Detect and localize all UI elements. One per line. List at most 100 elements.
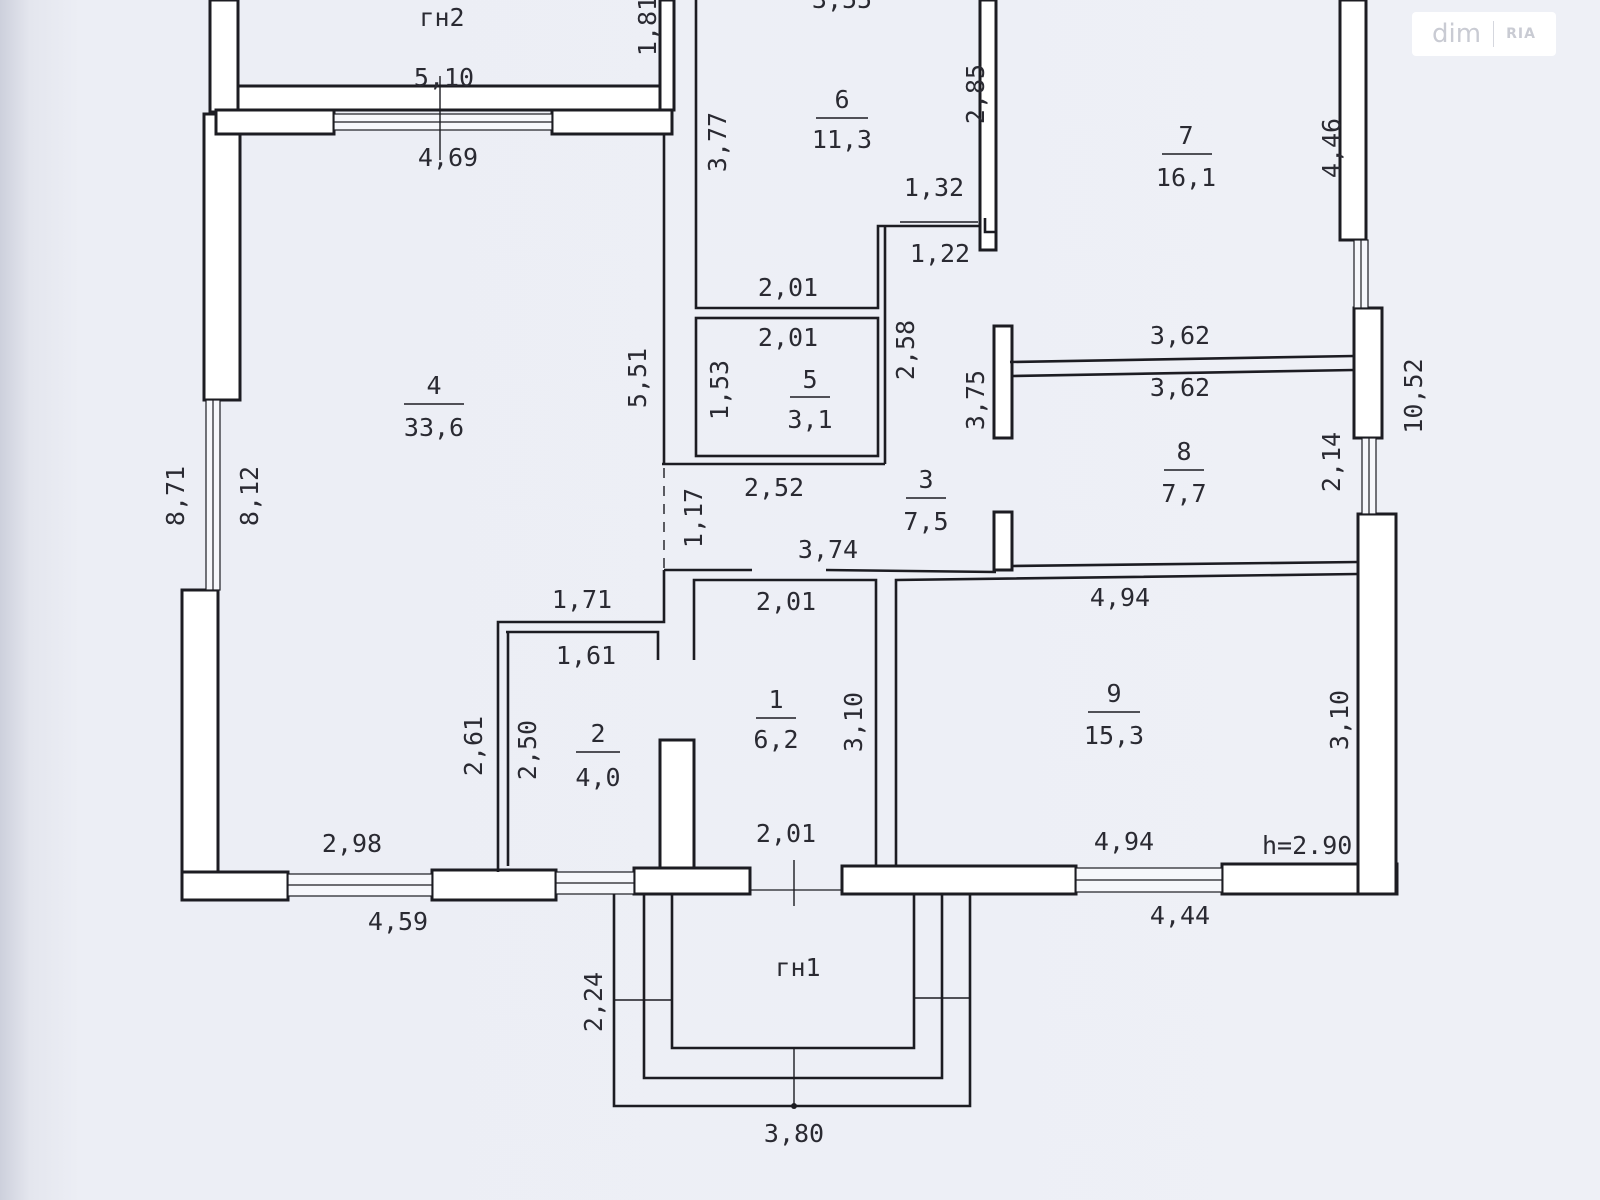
room-5-area: 3,1 [787,405,832,434]
ceiling-height-note: h=2.90 [1262,831,1352,860]
room-2-number: 2 [590,719,605,748]
room-6-number: 6 [834,85,849,114]
dim-gn2-depth: 1,81 [633,0,662,56]
room-7-number: 7 [1178,121,1193,150]
dim-r4-right: 5,51 [623,348,652,408]
watermark-brand: dim [1432,19,1482,49]
dim-r6-cut: 3,55 [812,0,872,14]
partition-r4-r2 [496,570,666,872]
room-labels: 4 33,6 6 11,3 7 16,1 5 3,1 3 [404,3,1352,982]
dim-r8-right: 2,14 [1317,432,1346,492]
room-5-number: 5 [802,365,817,394]
partition-r5 [694,316,880,458]
room-5-label: 5 3,1 [787,365,832,434]
wall-left-upper [202,112,242,402]
room-1-label: 1 6,2 [753,685,798,754]
dim-r5-top: 2,01 [758,323,818,352]
watermark-logo: dim RIA [1412,12,1556,56]
room-8-number: 8 [1176,437,1191,466]
room-9-label: 9 15,3 [1084,679,1144,750]
room-3-number: 3 [918,465,933,494]
annex-gn1 [439,76,972,1109]
wall-right-1 [1338,0,1368,242]
wall-top-r4-left [214,108,336,136]
wall-left-lower [180,588,220,902]
annex-gn1-label: гн1 [775,953,820,982]
watermark-divider [1493,21,1495,47]
partition-r6-jog [983,218,996,234]
partition-r7-r8-inner [1011,368,1355,378]
room-7-area: 16,1 [1156,163,1216,192]
dim-r1-top: 2,01 [756,587,816,616]
dim-r3-bottom: 3,74 [798,535,858,564]
wall-right-2 [1352,306,1384,440]
partition-r7-r8 [1009,354,1355,364]
dim-gn1-depth: 2,24 [579,972,608,1032]
partition-r1 [692,578,878,866]
dim-r4-top: 4,69 [418,143,478,172]
room-4-label: 4 33,6 [404,371,464,442]
wall-corridor-right-2 [992,510,1014,572]
dim-r3-top: 2,52 [744,473,804,502]
dim-r6-right: 2,85 [961,64,990,124]
dim-r4-bottom: 2,98 [322,829,382,858]
room-8-area: 7,7 [1161,479,1206,508]
walls [180,0,1399,902]
wall-bottom-3 [632,866,752,896]
dim-outer-left: 8,71 [161,466,190,526]
dim-r2-top: 1,61 [556,641,616,670]
room-7-label: 7 16,1 [1156,121,1216,192]
dim-r4-left: 8,12 [235,466,264,526]
room-8-label: 8 7,7 [1161,437,1206,508]
room-9-number: 9 [1106,679,1121,708]
dim-r7-bottom: 3,62 [1150,321,1210,350]
partitions [496,0,1359,872]
wall-gn2-left [208,0,240,114]
room-4-area: 33,6 [404,413,464,442]
dim-r4-bottom-right: 2,61 [459,716,488,776]
room-1-area: 6,2 [753,725,798,754]
room-9-area: 15,3 [1084,721,1144,750]
watermark-badge: RIA [1506,26,1536,42]
dim-r9-right: 3,10 [1325,690,1354,750]
room-4-number: 4 [426,371,441,400]
gn1-anchor [791,1103,797,1109]
dim-r1-bottom: 2,01 [756,819,816,848]
wall-r2-r1 [658,738,696,870]
wall-right-3 [1356,512,1398,896]
room-6-area: 11,3 [812,125,872,154]
dim-r7-right: 4,46 [1317,118,1346,178]
partition-r8-r9 [1011,560,1359,568]
wall-gn2-bottom [236,84,672,112]
dim-r5-right: 2,58 [891,320,920,380]
partition-r9 [894,572,1359,866]
dim-gn2-width: 5,10 [414,63,474,92]
dim-r2-left: 2,50 [513,720,542,780]
gn1-mid [642,894,944,1080]
wall-bottom-4 [840,864,1078,896]
partition-r2-top [506,630,660,660]
room-2-label: 2 4,0 [575,719,620,792]
dim-outer-bottom-left: 4,59 [368,907,428,936]
dimension-labels: 5,10 4,69 2,98 1,71 4,59 1,32 1,22 2,01 … [322,0,1210,1148]
dim-r6-bottom: 2,01 [758,273,818,302]
wall-gn2-right [658,0,676,112]
dim-corr-width: 1,22 [910,239,970,268]
dim-corr-top: 1,32 [904,173,964,202]
dim-outer-right: 10,52 [1399,358,1428,433]
dim-r8-top: 3,62 [1150,373,1210,402]
wall-r6-r7 [978,0,998,252]
windows [205,113,1377,897]
room-6-label: 6 11,3 [812,85,872,154]
dim-r4-step: 1,71 [552,585,612,614]
dim-r5-left: 1,53 [705,360,734,420]
annex-gn2-label: гн2 [419,3,464,32]
room-3-label: 3 7,5 [903,465,948,536]
gn1-inner [670,894,916,1050]
dim-r1-right: 3,10 [839,692,868,752]
dim-gn1-width: 3,80 [764,1119,824,1148]
wall-bottom-1 [180,870,290,902]
wall-bottom-2 [430,868,558,902]
